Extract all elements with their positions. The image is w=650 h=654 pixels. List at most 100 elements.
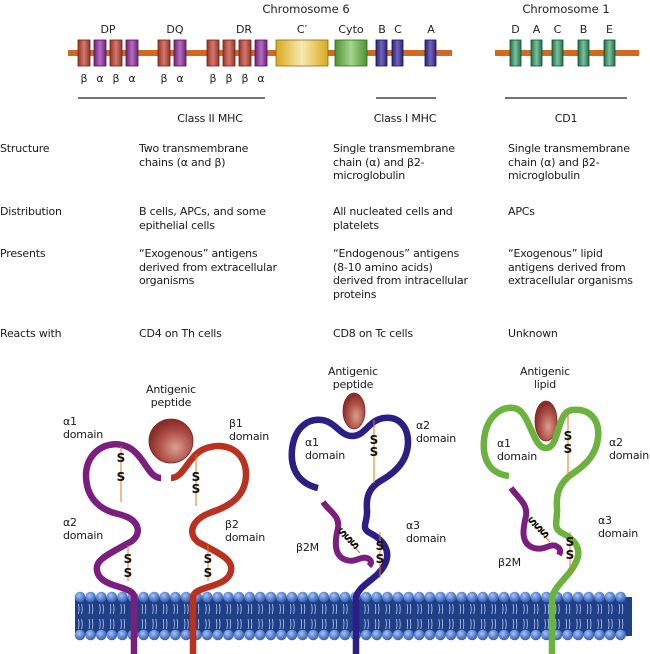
cell-line: epithelial cells xyxy=(139,218,215,232)
gene-chain-label: β xyxy=(160,72,167,85)
lipid-tail xyxy=(226,618,228,630)
lipid-tail xyxy=(600,603,602,615)
label-line: α2 xyxy=(416,419,430,432)
gene-chain-label: β xyxy=(225,72,232,85)
lipid-tail xyxy=(184,603,186,615)
lipid-tail xyxy=(113,603,115,615)
lipid-head xyxy=(424,629,436,641)
lipid-tail xyxy=(494,603,496,615)
lipid-tail xyxy=(441,618,443,630)
label-line: domain xyxy=(609,449,649,462)
lipid-tail xyxy=(438,618,440,630)
disulfide-s: S xyxy=(204,566,213,580)
label-line: peptide xyxy=(332,378,374,391)
lipid-head xyxy=(223,591,234,603)
lipid-head xyxy=(212,629,224,641)
cell-line: Two transmembrane xyxy=(139,142,249,155)
lipid-tail xyxy=(576,603,578,615)
lipid-tail xyxy=(346,618,348,630)
lipid-head xyxy=(74,629,86,641)
class-i-antigen-label: Antigenic peptide xyxy=(323,365,383,391)
gene-group-label: Cyto xyxy=(338,23,364,36)
lipid-tail xyxy=(144,618,147,630)
lipid-head xyxy=(95,591,107,603)
lipid-tail xyxy=(240,618,242,630)
lipid-head xyxy=(170,629,181,641)
lipid-head xyxy=(265,629,277,641)
antigenic-peptide xyxy=(148,418,194,464)
lipid-tail xyxy=(459,618,461,630)
lipid-tail xyxy=(102,603,104,615)
lipid-tail xyxy=(279,618,281,630)
cell-line: B cells, APCs, and some xyxy=(139,205,266,218)
lipid-head xyxy=(201,591,213,603)
lipid-head xyxy=(519,591,531,603)
lipid-tail xyxy=(272,603,274,615)
lipid-tail xyxy=(406,618,408,630)
lipid-tail xyxy=(311,618,313,630)
cd1-gene-label: E xyxy=(606,23,613,36)
lipid-tail xyxy=(480,603,483,615)
cell-line: “Exogenous” lipid xyxy=(508,247,603,260)
lipid-tail xyxy=(473,603,475,615)
table-cell: Unknown xyxy=(508,327,558,341)
gene-box-alpha xyxy=(93,39,107,67)
lipid-tail xyxy=(385,603,387,615)
disulfide-s: S xyxy=(566,535,575,549)
disulfide-s: S xyxy=(192,482,201,496)
gene-box-classI xyxy=(424,39,437,67)
lipid-tail xyxy=(78,618,80,630)
lipid-tail xyxy=(396,618,398,630)
lipid-head xyxy=(445,591,457,603)
cd1-alpha3-label: α3 domain xyxy=(598,514,638,540)
lipid-tail xyxy=(547,603,549,615)
lipid-tail xyxy=(374,603,377,615)
gene-box-cd1 xyxy=(603,39,616,67)
lipid-tail xyxy=(113,618,115,630)
class-i-b2m-chain xyxy=(320,500,374,569)
cd1-gene-label: B xyxy=(580,23,588,36)
lipid-tail xyxy=(219,618,221,630)
lipid-head xyxy=(488,591,499,603)
lipid-tail xyxy=(597,603,599,615)
cd1-alpha1-label: α1 domain xyxy=(497,437,537,463)
lipid-head xyxy=(307,629,319,641)
lipid-tail xyxy=(565,603,567,615)
lipid-head xyxy=(297,629,308,641)
lipid-tail xyxy=(420,618,422,630)
disulfide-s: S xyxy=(370,445,379,459)
lipid-head xyxy=(498,591,510,603)
lipid-tail xyxy=(533,603,536,615)
label-line: α1 xyxy=(63,415,77,428)
disulfide-s: S xyxy=(370,433,379,447)
lipid-head xyxy=(339,629,351,641)
cell-line: (8-10 amino acids) xyxy=(333,260,433,274)
label-line: domain xyxy=(497,450,537,463)
lipid-tail xyxy=(409,618,412,630)
disulfide-s: S xyxy=(566,548,575,562)
chromosome1-line xyxy=(495,50,639,56)
gene-box-beta xyxy=(157,39,171,67)
cd1-gene-label: C xyxy=(554,23,562,36)
lipid-tail xyxy=(611,618,613,630)
cell-line: CD4 on Th cells xyxy=(139,327,222,340)
lipid-tail xyxy=(367,618,369,630)
lipid-head xyxy=(371,629,383,641)
cd1-gene-label: D xyxy=(511,23,519,36)
lipid-head xyxy=(615,591,626,603)
lipid-tail xyxy=(494,618,496,630)
disulfide-s: S xyxy=(348,537,362,552)
label-line: α2 xyxy=(63,516,77,529)
lipid-head xyxy=(583,629,595,641)
lipid-tail xyxy=(258,618,260,630)
table-cell: APCs xyxy=(508,205,535,219)
lipid-tail xyxy=(187,603,189,615)
lipid-tail xyxy=(247,618,249,630)
label-line: lipid xyxy=(533,378,557,391)
lipid-head xyxy=(435,629,446,641)
lipid-tail xyxy=(205,603,207,615)
label-line: domain xyxy=(63,529,103,542)
cd1-gene-label: A xyxy=(533,23,541,36)
